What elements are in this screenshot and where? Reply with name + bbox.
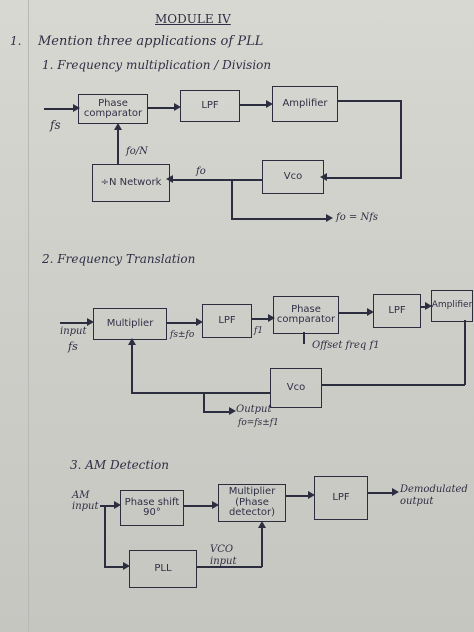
module-title: MODULE IV bbox=[155, 12, 231, 26]
d1-output-label: fo = Nfs bbox=[336, 212, 379, 223]
d1-phase-comparator-block: Phase comparator bbox=[78, 94, 148, 124]
d2-amplifier-block: Amplifier bbox=[431, 290, 473, 322]
item2-heading: 2. Frequency Translation bbox=[42, 252, 196, 266]
item1-heading: 1. Frequency multiplication / Division bbox=[42, 58, 272, 72]
d1-feedback-label: fo/N bbox=[126, 146, 148, 157]
d2-phase-comparator-block: Phase comparator bbox=[273, 296, 339, 334]
d3-multiplier-block: Multiplier (Phase detector) bbox=[218, 484, 286, 522]
question-number: 1. bbox=[10, 34, 22, 48]
d2-vco-block: Vco bbox=[270, 368, 322, 408]
d2-input-label: input bbox=[60, 326, 87, 337]
item3-heading: 3. AM Detection bbox=[70, 458, 170, 472]
d2-output-label: Output bbox=[236, 404, 272, 415]
d2-offset-label: Offset freq f1 bbox=[312, 340, 380, 351]
d3-vco-input-label: VCO input bbox=[210, 544, 237, 567]
d1-vco-block: Vco bbox=[262, 160, 324, 194]
d2-lpf2-block: LPF bbox=[373, 294, 421, 328]
d1-amplifier-block: Amplifier bbox=[272, 86, 338, 122]
d2-multiplier-block: Multiplier bbox=[93, 308, 167, 340]
d2-diff-label: f1 bbox=[254, 326, 264, 336]
d3-lpf-block: LPF bbox=[314, 476, 368, 520]
question-text: Mention three applications of PLL bbox=[38, 34, 264, 49]
d1-network-block: ÷N Network bbox=[92, 164, 170, 202]
d2-output-eq: fo=fs±f1 bbox=[238, 418, 279, 428]
d3-pll-block: PLL bbox=[129, 550, 197, 588]
margin-line bbox=[28, 0, 29, 632]
d3-output-label: Demodulated output bbox=[400, 484, 468, 507]
d1-input-label: fs bbox=[50, 118, 61, 132]
d2-sum-label: fs±fo bbox=[170, 330, 195, 340]
d1-vco-out-label: fo bbox=[196, 166, 206, 177]
d2-input-freq: fs bbox=[68, 340, 78, 353]
d1-lpf-block: LPF bbox=[180, 90, 240, 122]
d2-lpf1-block: LPF bbox=[202, 304, 252, 338]
d3-phase-shift-block: Phase shift 90° bbox=[120, 490, 184, 526]
d3-am-input-label: AM input bbox=[72, 490, 99, 512]
